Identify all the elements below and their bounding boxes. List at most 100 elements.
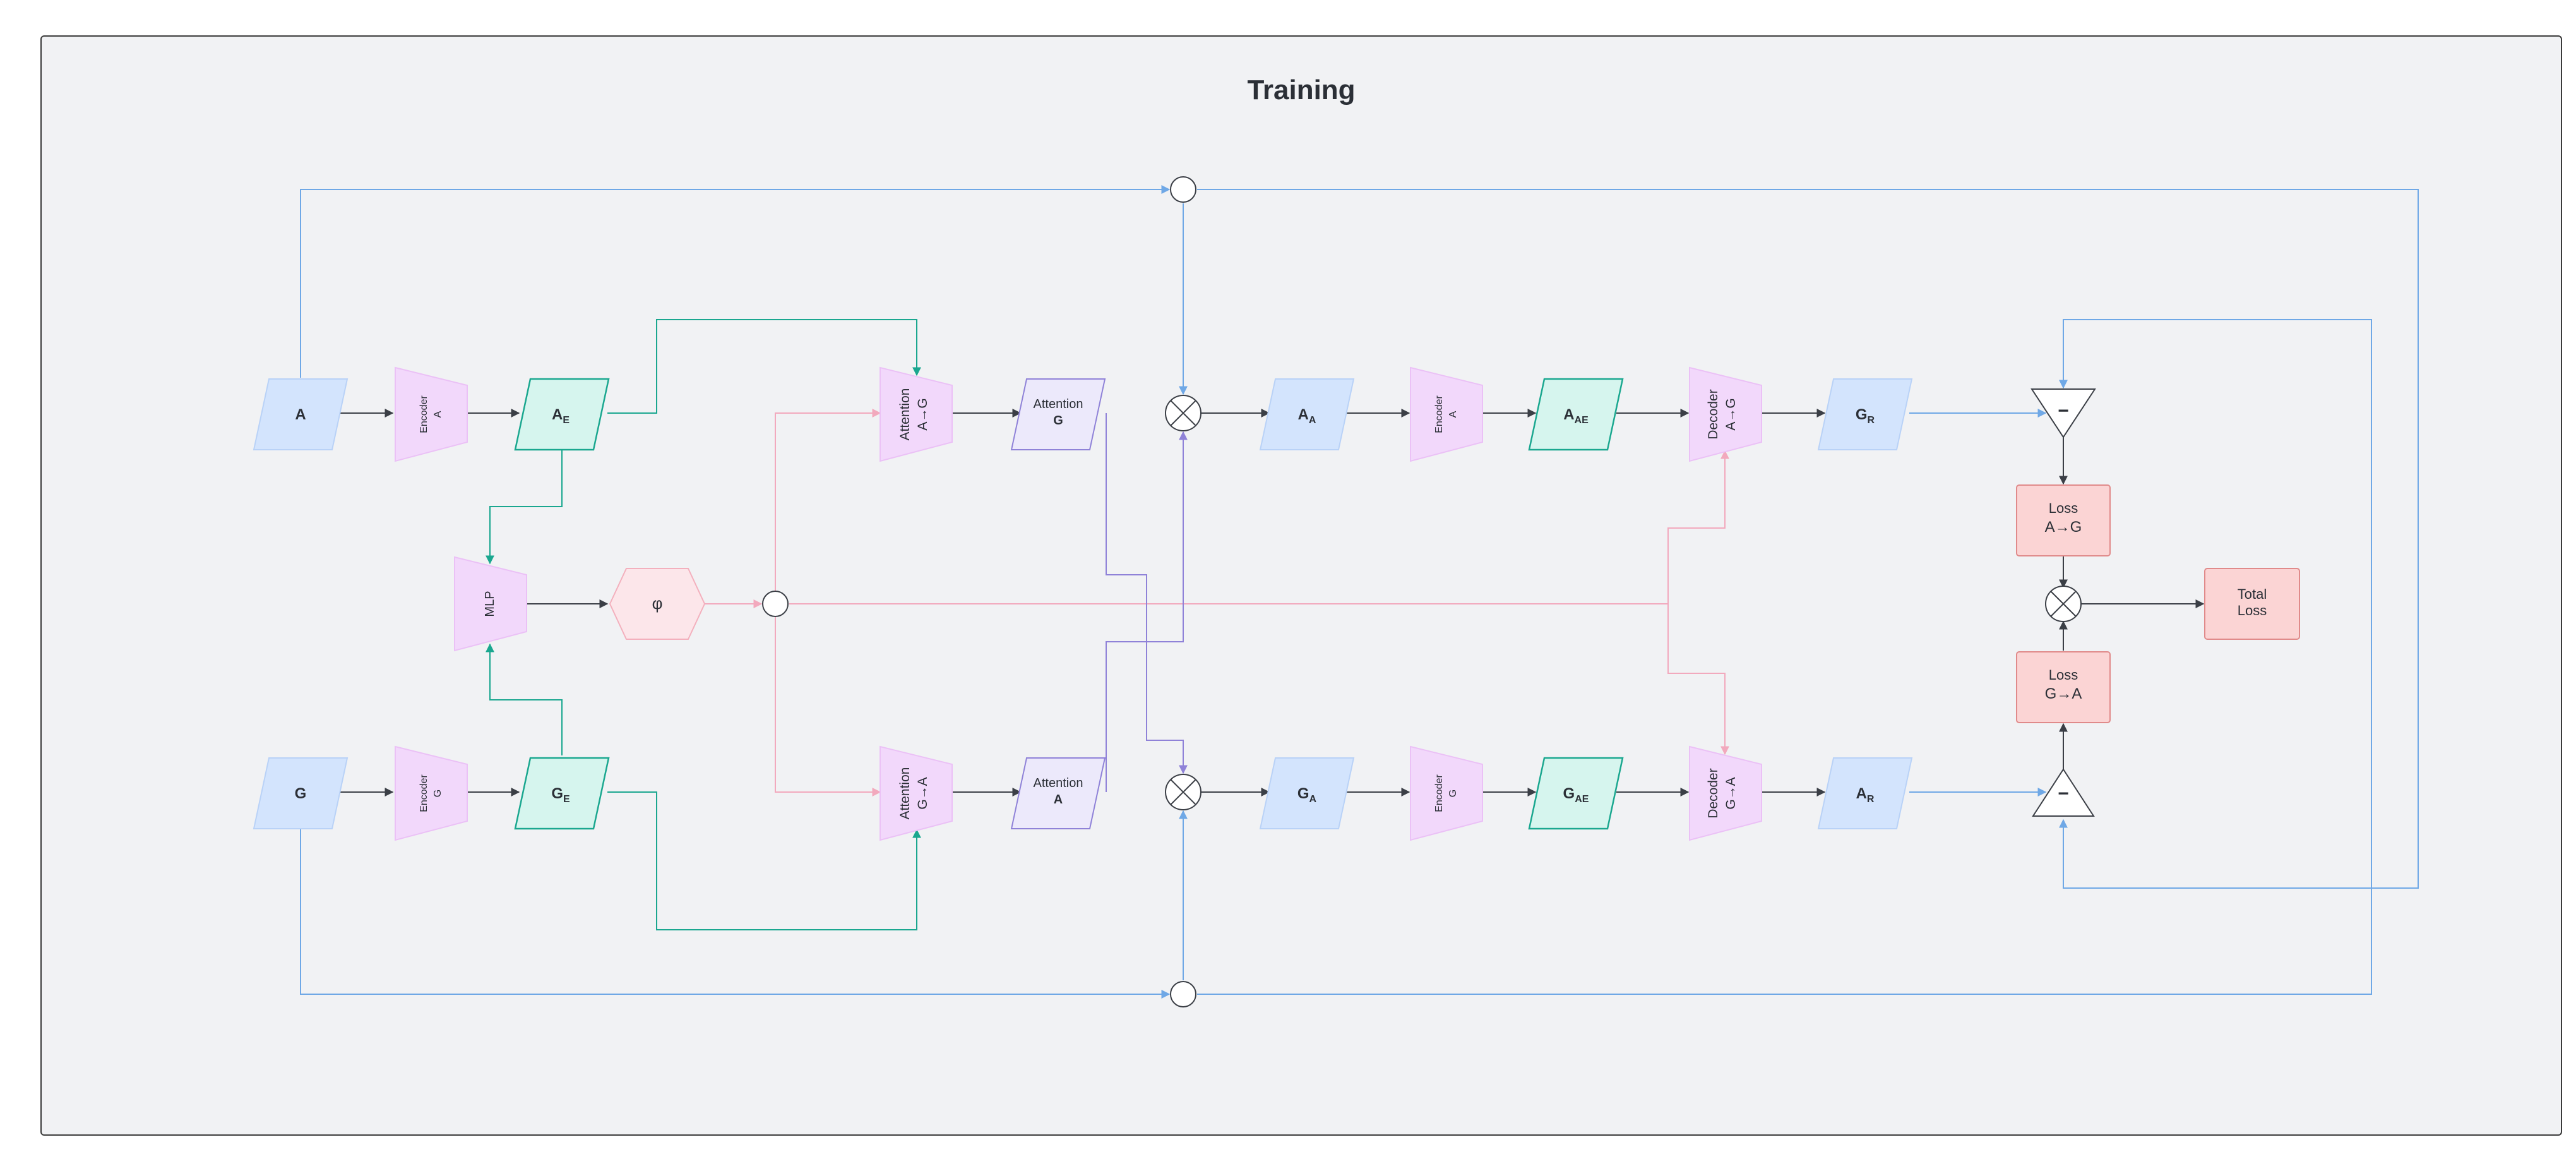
svg-text:GR: GR [1856,406,1875,426]
node-encoder-a-right: Encoder A [1410,366,1483,462]
edge-to-decoder-ga [1667,604,1729,755]
svg-text:AR: AR [1856,785,1875,805]
node-gr-sub: R [1868,415,1875,426]
node-gae-sub: AE [1575,794,1589,805]
svg-text:A: A [295,406,306,423]
edge-g-to-bottom-circle [300,829,1171,999]
junction-circle-top [1170,176,1196,203]
node-ga: GA [1259,757,1355,829]
node-encoder-a-top-line2: A [432,411,443,418]
node-encoder-g-bottom: Encoder G [395,745,468,841]
edge-circle-to-attag [775,409,881,604]
node-aae: AAE [1528,378,1624,451]
svg-text:G: G [295,785,307,802]
node-encoder-a-right-line1: Encoder [1434,395,1445,433]
minus-bottom-label: − [2058,783,2069,804]
edge-attentiong-to-bottom-mult [1106,413,1188,774]
node-aae-sub: AE [1575,415,1589,426]
node-gr: GR [1817,378,1913,450]
minus-triangle-bottom: − [2032,768,2095,817]
junction-circle-middle [762,591,789,617]
edge-a-to-top-circle [300,185,1171,378]
node-aae-label: A [1563,406,1574,423]
node-loss-ag-line1: Loss [2049,500,2078,516]
edge-bottom-circle-to-right [1197,319,2372,995]
node-encoder-g-bottom-line1: Encoder [419,774,429,812]
node-gr-label: G [1856,406,1868,423]
node-ar: AR [1817,757,1913,829]
node-encoder-g-right: Encoder G [1410,745,1483,841]
node-attention-a: Attention A [1010,757,1106,829]
node-decoder-ga-line2: G→A [1724,777,1738,809]
node-attention-a-line1: Attention [1034,776,1083,790]
node-decoder-ga: Decoder G→A [1689,745,1762,841]
svg-text:AE: AE [552,406,569,426]
node-encoder-a-top: Encoder A [395,366,468,462]
node-decoder-ag: Decoder A→G [1689,366,1762,462]
multiply-top-icon [1165,395,1202,431]
svg-text:AAE: AAE [1563,406,1589,426]
node-ar-sub: R [1867,794,1875,805]
edge-ge-to-mlp [486,643,563,755]
node-ga-sub: A [1309,794,1317,805]
diagram-title: Training [1247,75,1356,105]
node-total-loss-line1: Total [2238,586,2267,602]
node-attention-ag-line2: A→G [915,398,930,430]
multiply-bottom-icon [1165,774,1202,810]
node-encoder-g-right-line1: Encoder [1434,774,1445,812]
edge-top-circle-to-right [1197,189,2419,889]
node-aa-label: A [1298,406,1309,423]
node-loss-ga-line1: Loss [2049,667,2078,683]
node-loss-ag: Loss A→G [2016,484,2111,556]
node-mlp: MLP [454,556,527,652]
node-ar-label: A [1856,785,1867,802]
edge-ae-to-attag [607,319,921,414]
node-ga-label: G [1297,785,1309,802]
node-a-label: A [295,406,306,423]
node-loss-ga-line2: G→A [2045,685,2082,702]
node-attention-ga-line1: Attention [898,767,912,820]
node-loss-ag-line2: A→G [2045,519,2082,536]
node-encoder-g-right-line2: G [1448,790,1458,797]
node-g: G [253,757,349,829]
node-ge-sub: E [563,794,570,805]
minus-top-label: − [2058,400,2069,421]
node-attention-ag: Attention A→G [880,366,953,462]
node-encoder-g-bottom-line2: G [432,790,443,797]
node-encoder-a-right-line2: A [1448,411,1458,418]
svg-text:GAE: GAE [1563,785,1589,805]
node-loss-ga: Loss G→A [2016,651,2111,723]
node-a: A [253,378,349,450]
node-ge: GE [514,757,610,830]
node-phi: φ [609,568,706,640]
node-g-label: G [295,785,307,802]
node-decoder-ag-line2: A→G [1724,398,1738,430]
node-encoder-a-top-line1: Encoder [419,395,429,433]
node-ae-sub: E [563,415,569,426]
node-decoder-ag-line1: Decoder [1706,389,1720,439]
node-total-loss: Total Loss [2204,568,2300,640]
node-attention-g-line1: Attention [1034,397,1083,411]
node-attention-a-line2: A [1054,793,1063,807]
junction-circle-bottom [1170,981,1196,1007]
edge-circle-to-attga [775,604,881,796]
svg-text:AA: AA [1298,406,1316,426]
node-mlp-label: MLP [483,591,497,616]
svg-text:GE: GE [551,785,570,805]
multiply-loss-icon [2045,586,2082,622]
node-attention-ga: Attention G→A [880,745,953,841]
node-attention-g: Attention G [1010,378,1106,450]
node-ae-label: A [552,406,563,423]
node-ge-label: G [551,785,563,802]
edge-ae-to-mlp [486,450,563,565]
node-aa: AA [1259,378,1355,450]
edge-attentiona-to-top-mult [1106,431,1188,792]
node-phi-label: φ [652,594,663,613]
node-ae: AE [514,378,610,451]
node-gae-label: G [1563,785,1575,802]
node-aa-sub: A [1309,415,1316,426]
svg-text:GA: GA [1297,785,1317,805]
node-attention-ga-line2: G→A [915,777,930,809]
node-attention-g-line2: G [1053,414,1063,428]
